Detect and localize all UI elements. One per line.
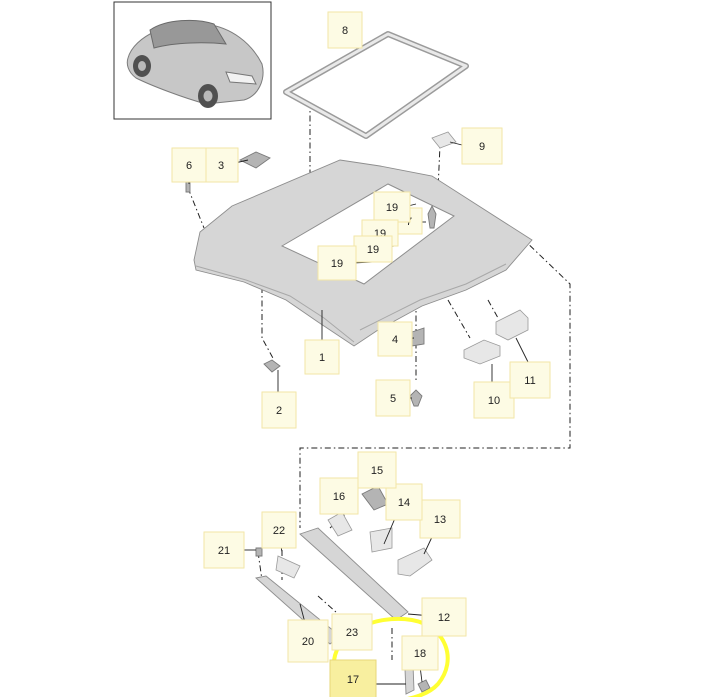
small-parts: [185, 131, 529, 695]
callout-number-19c: 19: [367, 244, 379, 256]
callout-number-17: 17: [347, 674, 359, 686]
callout-box-8: [327, 11, 363, 49]
callout-20: 20: [287, 619, 329, 663]
callout-5: 5: [375, 379, 411, 417]
callout-19a: 19: [373, 191, 411, 223]
callout-number-3: 3: [218, 160, 224, 172]
callout-12: 12: [421, 597, 467, 637]
callout-labels: 1234567891011121314151617181919191920212…: [171, 11, 551, 697]
callout-number-9: 9: [479, 141, 485, 153]
callout-box-23: [331, 613, 373, 651]
callout-box-10: [473, 381, 515, 419]
callout-box-21: [203, 531, 245, 569]
callout-number-8: 8: [342, 25, 348, 37]
callout-13: 13: [419, 499, 461, 539]
callout-23: 23: [331, 613, 373, 651]
callout-box-12: [421, 597, 467, 637]
callout-number-20: 20: [302, 636, 314, 648]
callout-box-16: [319, 477, 359, 515]
callout-6: 6: [171, 147, 207, 183]
callout-4: 4: [377, 321, 413, 357]
callout-number-11: 11: [524, 375, 535, 387]
callout-19d: 19: [317, 245, 357, 281]
callout-box-4: [377, 321, 413, 357]
callout-19c: 19: [353, 235, 393, 263]
callout-number-5: 5: [390, 393, 396, 405]
callout-1: 1: [304, 339, 340, 375]
callout-2: 2: [261, 391, 297, 429]
callout-number-19d: 19: [331, 258, 343, 270]
callout-box-6: [171, 147, 207, 183]
callout-box-17: [329, 659, 377, 697]
callout-box-18: [401, 635, 439, 671]
callout-17: 17: [329, 659, 377, 697]
callout-22: 22: [261, 511, 297, 549]
callout-14: 14: [385, 483, 423, 521]
callout-box-15: [357, 451, 397, 489]
callout-box-11: [509, 361, 551, 399]
callout-number-4: 4: [392, 334, 398, 346]
callout-box-3: [203, 147, 239, 183]
callout-3: 3: [203, 147, 239, 183]
callout-11: 11: [509, 361, 551, 399]
callout-number-6: 6: [186, 160, 192, 172]
callout-8: 8: [327, 11, 363, 49]
callout-box-5: [375, 379, 411, 417]
callout-number-23: 23: [346, 627, 358, 639]
callout-21: 21: [203, 531, 245, 569]
callout-18: 18: [401, 635, 439, 671]
callout-box-14: [385, 483, 423, 521]
callout-number-13: 13: [434, 514, 446, 526]
callout-number-16: 16: [333, 491, 345, 503]
callout-number-12: 12: [438, 612, 450, 624]
callout-number-14: 14: [398, 497, 410, 509]
callout-box-2: [261, 391, 297, 429]
callout-box-1: [304, 339, 340, 375]
callout-box-9: [461, 127, 503, 165]
callout-9: 9: [461, 127, 503, 165]
callout-15: 15: [357, 451, 397, 489]
vehicle-thumbnail: [113, 1, 272, 120]
callout-box-19a: [373, 191, 411, 223]
callout-number-21: 21: [218, 545, 230, 557]
callout-number-19a: 19: [386, 202, 398, 214]
callout-number-10: 10: [488, 395, 500, 407]
callout-number-15: 15: [371, 465, 383, 477]
callout-number-18: 18: [414, 648, 426, 660]
callout-number-22: 22: [273, 525, 285, 537]
callout-number-1: 1: [319, 352, 325, 364]
callout-number-2: 2: [276, 405, 282, 417]
callout-10: 10: [473, 381, 515, 419]
callout-box-19c: [353, 235, 393, 263]
callout-box-19d: [317, 245, 357, 281]
callout-box-22: [261, 511, 297, 549]
part-8-seal: [283, 31, 469, 139]
callout-16: 16: [319, 477, 359, 515]
callout-box-20: [287, 619, 329, 663]
